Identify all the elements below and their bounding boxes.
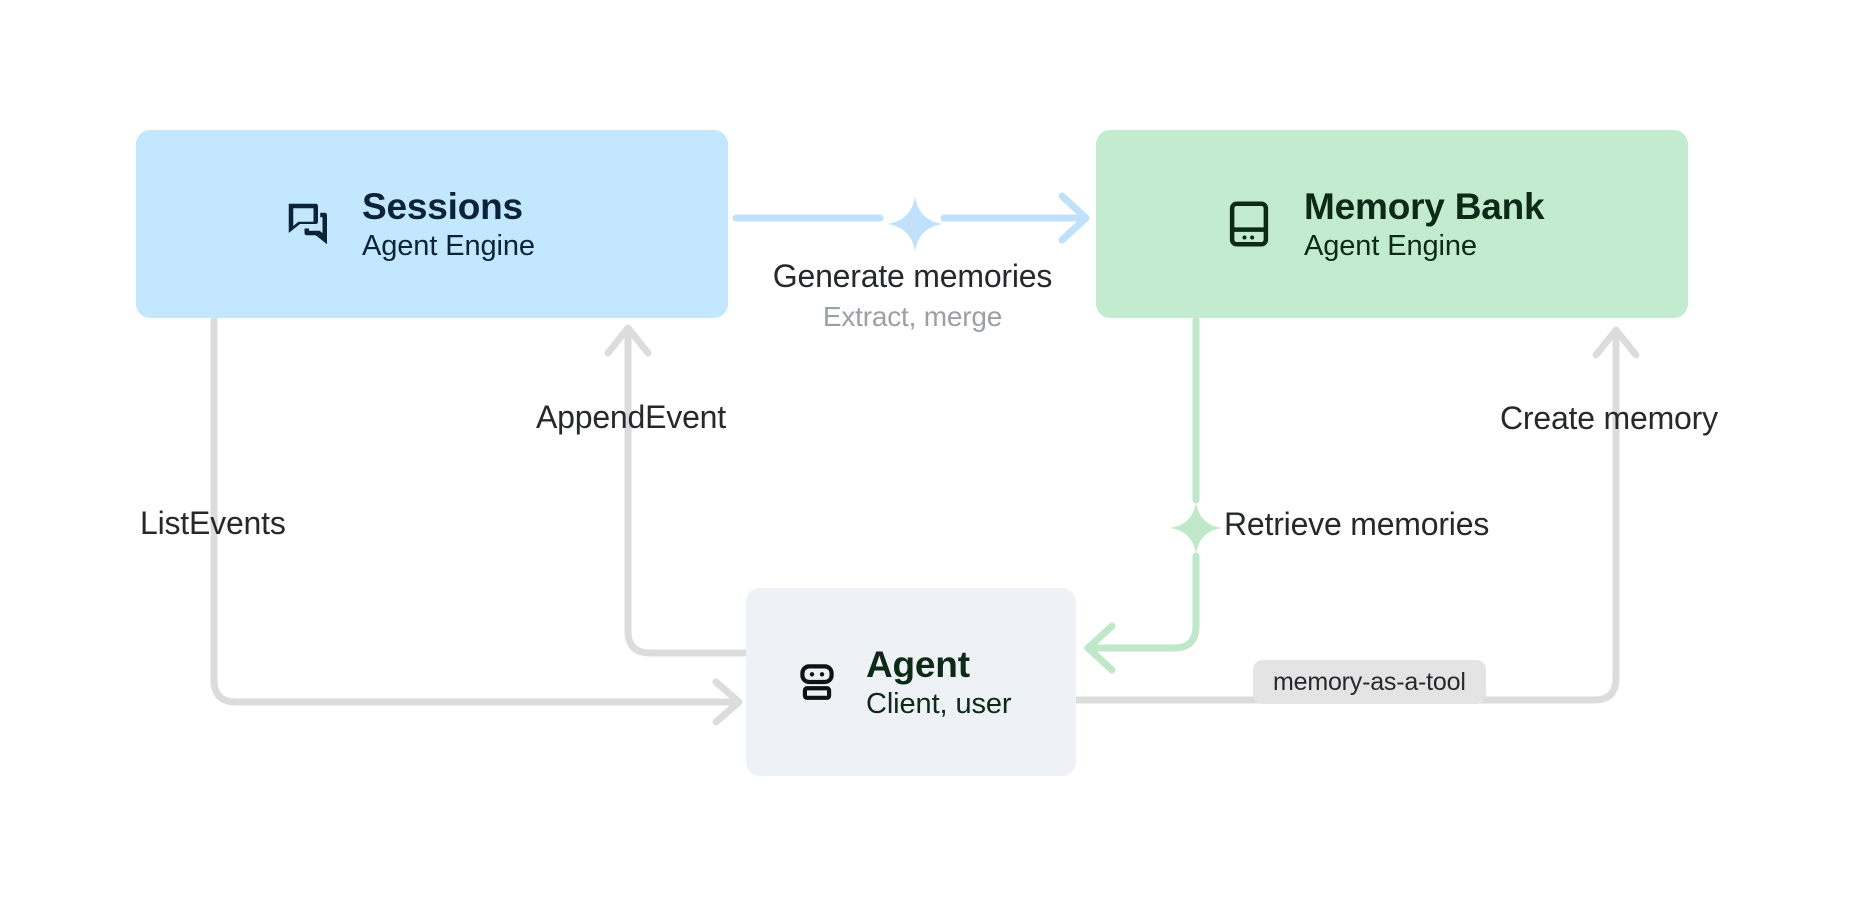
storage-icon	[1222, 197, 1276, 251]
node-sessions[interactable]: Sessions Agent Engine	[136, 130, 728, 318]
edge-label-primary: Create memory	[1500, 400, 1718, 436]
node-title: Agent	[866, 643, 970, 685]
node-title: Sessions	[362, 185, 523, 227]
sparkle-icon	[885, 194, 945, 259]
edge-label-primary: Generate memories	[772, 258, 1053, 294]
badge-memory-as-a-tool: memory-as-a-tool	[1253, 660, 1486, 704]
edge-label-generate-memories: Generate memories Extract, merge	[770, 258, 1055, 333]
edge-label-primary: Retrieve memories	[1224, 506, 1490, 542]
edge-list-events	[210, 316, 743, 726]
edge-label-primary: AppendEvent	[536, 399, 726, 435]
node-subtitle: Agent Engine	[1304, 229, 1477, 262]
edge-label-primary: ListEvents	[140, 505, 286, 541]
edge-label-create-memory: Create memory	[1500, 400, 1718, 437]
edge-retrieve-memories	[1084, 316, 1200, 674]
badge-label: memory-as-a-tool	[1273, 667, 1466, 696]
node-subtitle: Client, user	[866, 687, 1012, 720]
node-title: Memory Bank	[1304, 185, 1545, 227]
node-subtitle: Agent Engine	[362, 229, 535, 262]
robot-icon	[792, 657, 842, 707]
edge-label-append-event: AppendEvent	[536, 399, 726, 436]
edge-label-secondary: Extract, merge	[822, 301, 1003, 332]
forum-icon	[282, 197, 336, 251]
node-agent[interactable]: Agent Client, user	[746, 588, 1076, 776]
sparkle-icon	[1168, 500, 1224, 561]
edge-label-retrieve-memories: Retrieve memories	[1224, 506, 1489, 543]
node-memory-bank[interactable]: Memory Bank Agent Engine	[1096, 130, 1688, 318]
edge-label-list-events: ListEvents	[140, 505, 286, 542]
edge-append-event	[604, 324, 750, 657]
